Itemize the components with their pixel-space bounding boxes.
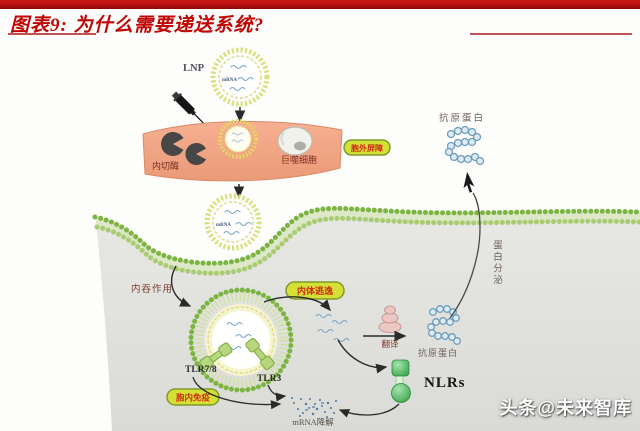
watermark: 头条@未来智库 (499, 398, 632, 418)
endocytosis-label: 内吞作用 (131, 283, 173, 295)
tlr78-label: TLR7/8 (185, 365, 217, 375)
endosomal-escape-pill: 内体逃逸 (285, 281, 345, 300)
extracellular-barrier-label: 胞外屏障 (350, 143, 383, 153)
mrna-label-top: mRNA (222, 78, 237, 83)
endonuclease-icon-2 (185, 143, 206, 165)
lnp-particle-band (218, 119, 258, 159)
macrophage-label: 巨噬细胞 (281, 154, 317, 165)
top-accent-bar (0, 0, 640, 9)
mrna-degradation-label: mRNA降解 (292, 417, 334, 427)
macrophage-icon (277, 126, 313, 156)
mrna-degradation-scatter (291, 397, 337, 418)
extracellular-barrier-pill: 胞外屏障 (343, 139, 391, 156)
mrna-label-membrane: mRNA (216, 223, 231, 228)
translation-label: 翻译 (381, 339, 399, 349)
title-underline-right (470, 33, 632, 35)
lnp-particle-membrane: mRNA (204, 193, 262, 251)
arrow-nlrs-degradation (338, 403, 400, 418)
arrow-to-nlrs (337, 339, 388, 374)
arrow-tlr3-degradation (267, 384, 287, 402)
protein-secretion-label: 蛋白分泌 (491, 240, 501, 286)
endonuclease-label: 内切酶 (152, 160, 179, 171)
antigen-chain-top (444, 125, 485, 166)
tlr78-receptor-icon (199, 342, 233, 371)
cursor-icon (462, 170, 476, 194)
intracellular-immunity-label: 胞内免疫 (175, 393, 211, 403)
cell-membrane (92, 205, 640, 276)
arrow-endocytosis (171, 265, 192, 307)
endonuclease-icon-1 (160, 132, 184, 157)
antigen-chain-inner (427, 305, 461, 345)
intracellular-immunity-pill: 胞内免疫 (166, 388, 220, 406)
title-underline-left (8, 33, 96, 35)
nlrs-receptor-icon (391, 359, 411, 403)
tlr3-label: TLR3 (257, 374, 282, 384)
page-title: 图表9: 为什么需要递送系统? (10, 15, 265, 36)
lnp-label: LNP (183, 63, 205, 74)
lnp-particle-top: mRNA (210, 47, 270, 107)
arrow-escape (263, 296, 331, 312)
arrow-tlr78-degradation (192, 376, 282, 410)
antigen-protein-top-label: 抗原蛋白 (439, 112, 485, 124)
tlr3-receptor-icon (245, 337, 275, 371)
syringe-icon (171, 91, 205, 124)
cell-band: 内切酶 巨噬细胞 (142, 119, 343, 182)
ribosome-icon (378, 305, 402, 333)
endosomal-escape-label: 内体逃逸 (297, 285, 333, 296)
antigen-protein-inner-label: 抗原蛋白 (418, 347, 458, 358)
arrow-protein-secretion (449, 192, 481, 319)
nlrs-label: NLRs (424, 375, 466, 391)
